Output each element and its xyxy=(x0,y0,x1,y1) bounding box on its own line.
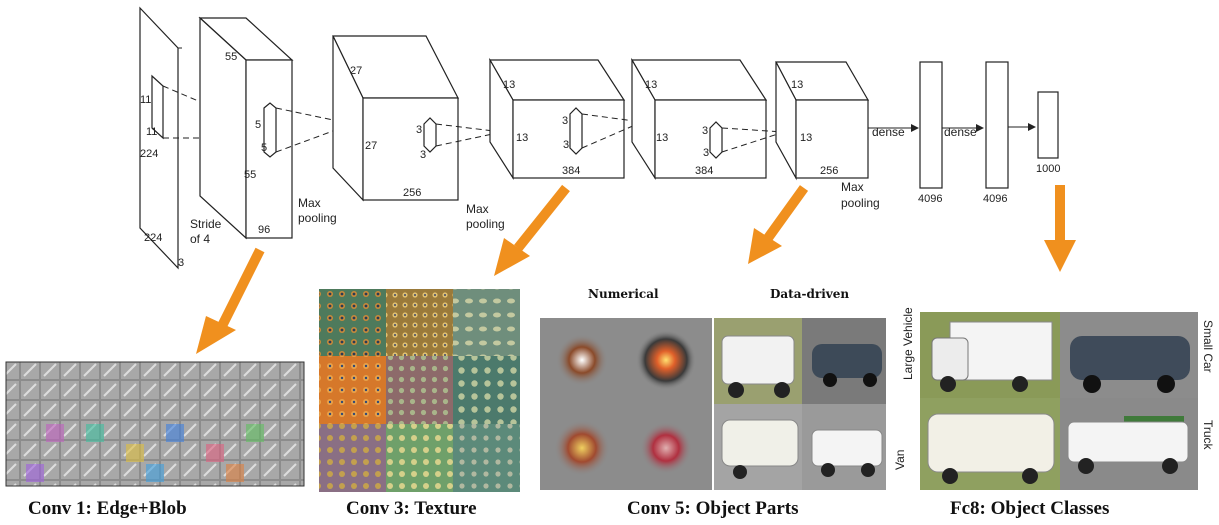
label-truck: Truck xyxy=(1201,420,1215,451)
conv4-kernel-dim1: 3 xyxy=(702,125,708,137)
arrow-conv1 xyxy=(196,247,265,354)
maxpool1-label-line1: Max xyxy=(298,196,321,210)
stride-label-line2: of 4 xyxy=(190,232,210,246)
conv1-filter-grid xyxy=(5,361,305,487)
maxpool2-label-line1: Max xyxy=(466,202,489,216)
conv3-kernel-dim1: 3 xyxy=(562,115,568,127)
numerical-heading: Numerical xyxy=(588,287,659,301)
conv2-dim1: 27 xyxy=(350,65,362,77)
conv4-dim2: 13 xyxy=(656,132,668,144)
arrow-fc8 xyxy=(1044,185,1076,272)
label-large-vehicle: Large Vehicle xyxy=(901,307,915,380)
conv1-kernel-dim1: 5 xyxy=(255,119,261,131)
conv2-kernel xyxy=(423,117,437,153)
caption-conv3: Conv 3: Texture xyxy=(346,498,477,519)
label-van: Van xyxy=(893,450,907,470)
fc6-size: 4096 xyxy=(918,193,942,205)
conv3-dim1: 13 xyxy=(503,79,515,91)
conv1-dim2: 55 xyxy=(244,169,256,181)
input-height-label: 224 xyxy=(140,148,158,160)
orange-arrows xyxy=(196,184,1076,354)
conv5-layer: 13 13 256 Max pooling xyxy=(775,61,880,210)
conv5-dim1: 13 xyxy=(791,79,803,91)
conv3-layer: 13 13 384 3 3 xyxy=(488,57,643,181)
conv4-depth: 384 xyxy=(695,165,713,177)
conv1-dim1: 55 xyxy=(225,51,237,63)
input-layer: 11 11 224 224 3 xyxy=(139,6,251,270)
data-driven-heading: Data-driven xyxy=(770,287,849,301)
conv1-kernel-dim2: 5 xyxy=(261,142,267,154)
dense-label-1: dense xyxy=(872,125,905,139)
input-kernel-dim2: 11 xyxy=(146,126,157,138)
maxpool3-label-line2: pooling xyxy=(841,196,880,210)
conv4-layer: 13 13 384 3 3 xyxy=(630,57,785,181)
caption-fc8: Fc8: Object Classes xyxy=(950,498,1109,519)
maxpool2-label-line2: pooling xyxy=(466,217,505,231)
conv4-kernel xyxy=(709,121,723,159)
input-depth-label: 3 xyxy=(178,257,184,269)
conv3-texture-grid xyxy=(319,289,520,492)
arrow-conv3 xyxy=(494,184,570,276)
numerical-visualizations xyxy=(540,318,712,490)
fc6-block xyxy=(919,61,943,189)
conv1-layer: 55 55 96 5 5 Stride of 4 Max pooling xyxy=(190,16,353,246)
object-class-photos xyxy=(920,312,1198,490)
input-kernel-dim1: 11 xyxy=(140,94,151,106)
fc7-block xyxy=(985,61,1009,189)
maxpool3-label-line1: Max xyxy=(841,180,864,194)
caption-conv1: Conv 1: Edge+Blob xyxy=(28,498,187,519)
conv2-kernel-dim1: 3 xyxy=(416,124,422,136)
dense-label-2: dense xyxy=(944,125,977,139)
conv2-depth: 256 xyxy=(403,187,421,199)
fc7-size: 4096 xyxy=(983,193,1007,205)
data-driven-parts xyxy=(714,318,886,490)
maxpool1-label-line2: pooling xyxy=(298,211,337,225)
conv3-kernel-dim2: 3 xyxy=(563,139,569,151)
fc8-block xyxy=(1037,91,1059,159)
conv2-layer: 27 27 256 3 3 Max pooling xyxy=(332,35,505,231)
conv2-kernel-dim2: 3 xyxy=(420,149,426,161)
conv4-kernel-dim2: 3 xyxy=(703,147,709,159)
conv3-kernel xyxy=(569,107,583,155)
conv5-depth: 256 xyxy=(820,165,838,177)
conv5-dim2: 13 xyxy=(800,132,812,144)
arrow-conv5 xyxy=(748,185,809,264)
caption-conv5: Conv 5: Object Parts xyxy=(627,498,799,519)
conv1-depth: 96 xyxy=(258,224,270,236)
stride-label-line1: Stride xyxy=(190,217,222,231)
conv4-dim1: 13 xyxy=(645,79,657,91)
input-width-label: 224 xyxy=(144,232,162,244)
label-small-car: Small Car xyxy=(1201,320,1215,373)
fc8-size: 1000 xyxy=(1036,163,1060,175)
fc-layers: dense 4096 dense 4096 1000 xyxy=(868,61,1060,205)
conv2-dim2: 27 xyxy=(365,140,377,152)
conv3-dim2: 13 xyxy=(516,132,528,144)
conv3-depth: 384 xyxy=(562,165,580,177)
